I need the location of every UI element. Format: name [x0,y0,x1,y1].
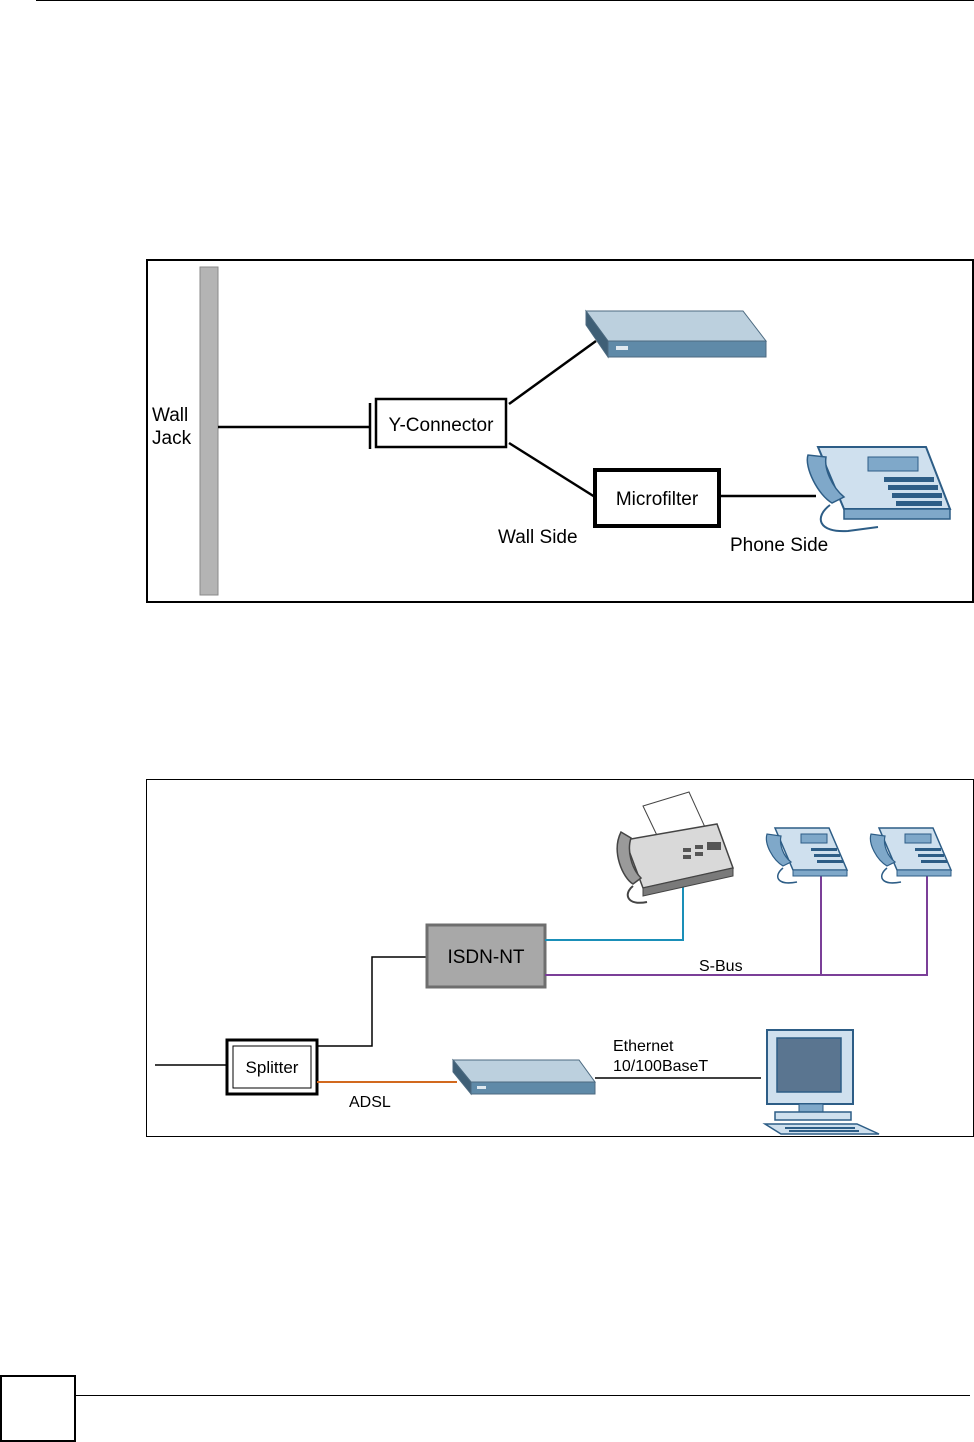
microfilter-diagram: Wall Jack Y-Connector Microfilter Wall S… [146,259,974,603]
ethernet-label-line1: Ethernet [613,1038,674,1055]
telephone-icon [766,828,847,883]
wall-jack-label-line1: Wall [152,405,188,426]
isdn-splitter-diagram: Splitter ISDN-NT S-Bus [146,779,974,1137]
computer-icon [765,1030,879,1134]
microfilter-diagram-canvas: Wall Jack Y-Connector Microfilter Wall S… [148,261,972,601]
microfilter-label: Microfilter [616,489,699,510]
phone-side-label: Phone Side [730,535,828,556]
isdn-feed-line [317,957,427,1046]
wall-side-line [509,443,595,497]
adsl-label: ADSL [349,1094,391,1111]
fax-icon [617,792,733,903]
telephone-icon [870,828,951,883]
modem-icon [586,311,766,357]
s-bus-label: S-Bus [699,958,743,975]
isdn-splitter-diagram-canvas: Splitter ISDN-NT S-Bus [147,780,973,1136]
s-bus-line [545,854,927,975]
ethernet-label-line2: 10/100BaseT [613,1058,708,1075]
modem-line [509,341,596,404]
telephone-icon [807,447,950,531]
modem-icon [453,1060,595,1094]
header-rule [36,0,974,1]
page-number-box [0,1375,76,1442]
splitter-label: Splitter [246,1058,299,1077]
isdn-nt-label: ISDN-NT [447,947,524,968]
footer-rule [74,1395,970,1396]
wall-side-label: Wall Side [498,527,578,548]
wall-jack-label-line2: Jack [152,428,192,449]
wall-jack-column [200,267,218,595]
y-connector-label: Y-Connector [389,415,495,436]
